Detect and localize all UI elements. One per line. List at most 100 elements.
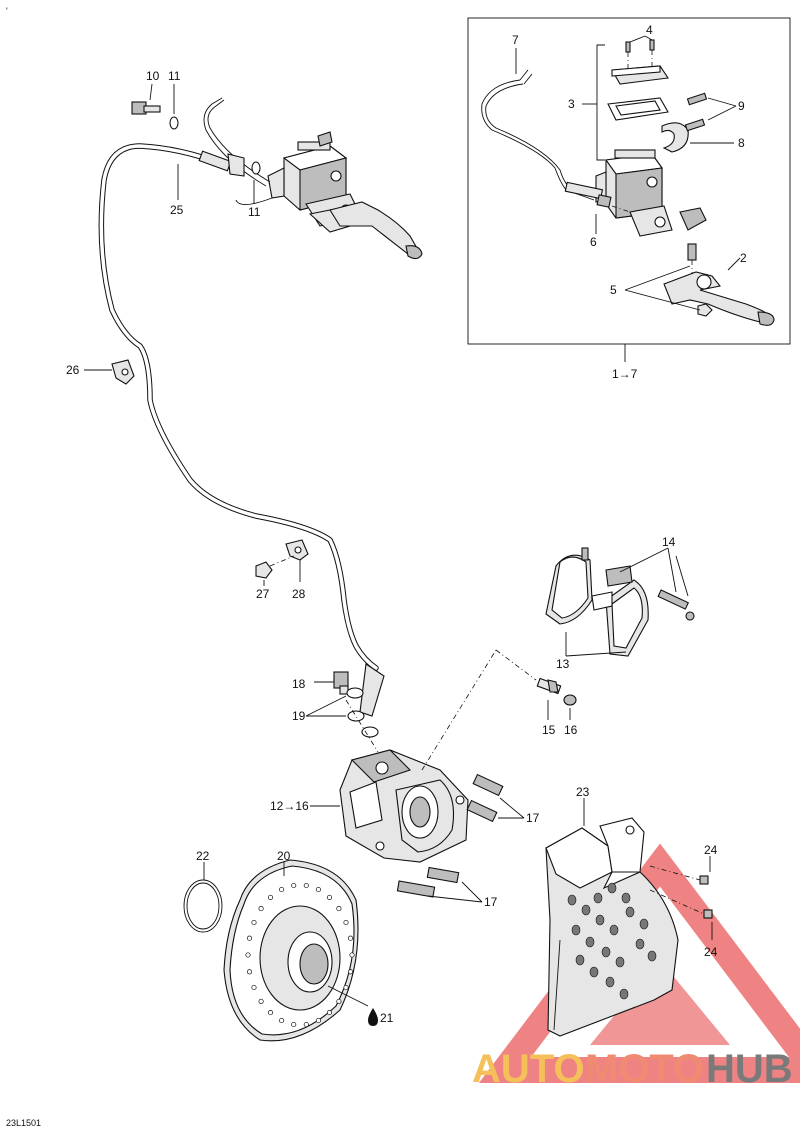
disc-hole bbox=[343, 919, 349, 926]
callout-21: 21 bbox=[380, 1011, 394, 1025]
caliper-washer bbox=[346, 687, 364, 699]
corner-mark: ' bbox=[6, 6, 8, 16]
guard-hole bbox=[595, 914, 605, 926]
disc-hole bbox=[258, 998, 264, 1004]
disc-hole bbox=[326, 894, 333, 900]
caliper-mounting-bolts bbox=[396, 773, 504, 898]
disc-hole bbox=[343, 984, 349, 991]
callout-17-top: 17 bbox=[526, 811, 540, 825]
callout-28: 28 bbox=[292, 587, 306, 601]
disc-hole bbox=[279, 886, 285, 893]
disc-hole bbox=[336, 998, 342, 1004]
callout-8: 8 bbox=[738, 136, 745, 150]
callout-10: 10 bbox=[146, 69, 160, 83]
bleeder-cap bbox=[563, 694, 577, 706]
callout-14: 14 bbox=[662, 535, 676, 549]
sealing-washer-2 bbox=[251, 161, 261, 175]
disc-hole bbox=[315, 886, 321, 893]
callout-22: 22 bbox=[196, 849, 210, 863]
brake-disc bbox=[223, 859, 359, 1042]
guard-hole bbox=[575, 954, 585, 966]
sealing-washer bbox=[169, 116, 179, 130]
disc-hole bbox=[246, 969, 253, 975]
callout-25: 25 bbox=[170, 203, 184, 217]
disc-hole bbox=[303, 1021, 309, 1028]
disc-vent-holes bbox=[245, 882, 355, 1028]
callout-11-top: 11 bbox=[168, 69, 181, 83]
disc-hole bbox=[303, 882, 309, 889]
disc-hole bbox=[251, 919, 257, 926]
callout-15: 15 bbox=[542, 723, 556, 737]
callout-24-bottom: 24 bbox=[704, 945, 718, 959]
watermark-text: AUTO MOTO HUB bbox=[472, 1047, 793, 1091]
callout-17-bottom: 17 bbox=[484, 895, 498, 909]
callout-6: 6 bbox=[590, 235, 597, 249]
pivot-bolt bbox=[687, 243, 697, 261]
master-cylinder-body bbox=[595, 149, 673, 237]
hose-clip bbox=[111, 359, 135, 385]
o-ring bbox=[183, 879, 223, 933]
callout-26: 26 bbox=[66, 363, 80, 377]
brake-hose bbox=[98, 143, 385, 717]
callout-24-top: 24 bbox=[704, 843, 718, 857]
banjo-bolt bbox=[131, 101, 161, 115]
callout-5: 5 bbox=[610, 283, 617, 297]
disc-hole bbox=[258, 906, 264, 912]
disc-hole bbox=[245, 952, 251, 958]
disc-hole bbox=[347, 969, 354, 975]
guard-hole bbox=[601, 946, 611, 958]
callout-13: 13 bbox=[556, 657, 570, 671]
callout-3: 3 bbox=[568, 97, 575, 111]
guard-hole bbox=[567, 894, 577, 906]
rubber-boot bbox=[679, 207, 707, 231]
callout-20: 20 bbox=[277, 849, 291, 863]
disc-hole bbox=[347, 935, 354, 941]
disc-hole bbox=[267, 1010, 274, 1016]
callout-23: 23 bbox=[576, 785, 590, 799]
callout-12-16: 12→16 bbox=[270, 799, 309, 813]
diagram-code: 23L1501 bbox=[6, 1118, 41, 1128]
inset-range-label: 1→7 bbox=[612, 367, 638, 381]
disc-hole bbox=[291, 1021, 297, 1028]
callout-19: 19 bbox=[292, 709, 306, 723]
guard-hole bbox=[589, 966, 599, 978]
disc-hole bbox=[326, 1010, 333, 1016]
bleeder-screw bbox=[536, 677, 562, 695]
callout-2: 2 bbox=[740, 251, 747, 265]
clamp bbox=[661, 122, 689, 153]
callout-labels: 10 11 11 25 26 27 28 18 19 12→16 17 17 1… bbox=[66, 23, 747, 1025]
pad-pin bbox=[657, 589, 695, 621]
guard-hole bbox=[593, 892, 603, 904]
callout-18: 18 bbox=[292, 677, 306, 691]
guard-hole bbox=[647, 950, 657, 962]
guard-vent-holes bbox=[567, 882, 657, 1000]
screw bbox=[686, 92, 708, 106]
guard-hole bbox=[621, 892, 631, 904]
guard-hole bbox=[625, 906, 635, 918]
lubricant-drop-icon bbox=[368, 1008, 378, 1026]
disc-hole bbox=[349, 952, 355, 958]
callout-4: 4 bbox=[646, 23, 653, 37]
caliper-banjo-bolt bbox=[333, 671, 349, 695]
disc-hole bbox=[291, 882, 297, 889]
guard-hole bbox=[639, 918, 649, 930]
callout-16: 16 bbox=[564, 723, 578, 737]
guard-hole bbox=[607, 882, 617, 894]
guard-hole bbox=[581, 904, 591, 916]
guard-hole bbox=[619, 988, 629, 1000]
master-cylinder-installed bbox=[235, 131, 423, 260]
guard-hole bbox=[605, 976, 615, 988]
callout-11-bottom: 11 bbox=[248, 205, 261, 219]
disc-hole bbox=[267, 894, 274, 900]
master-cylinder-assembly-inset bbox=[467, 17, 791, 362]
hose-retainer bbox=[285, 539, 309, 561]
disc-hole bbox=[336, 906, 342, 912]
disc-hole bbox=[246, 935, 253, 941]
lever-nut bbox=[697, 303, 713, 317]
brake-lever bbox=[663, 271, 775, 326]
guard-hole bbox=[615, 956, 625, 968]
watermark-part-1: AUTO bbox=[472, 1047, 585, 1091]
disc-hole bbox=[279, 1017, 285, 1024]
disc-hole bbox=[315, 1017, 321, 1024]
